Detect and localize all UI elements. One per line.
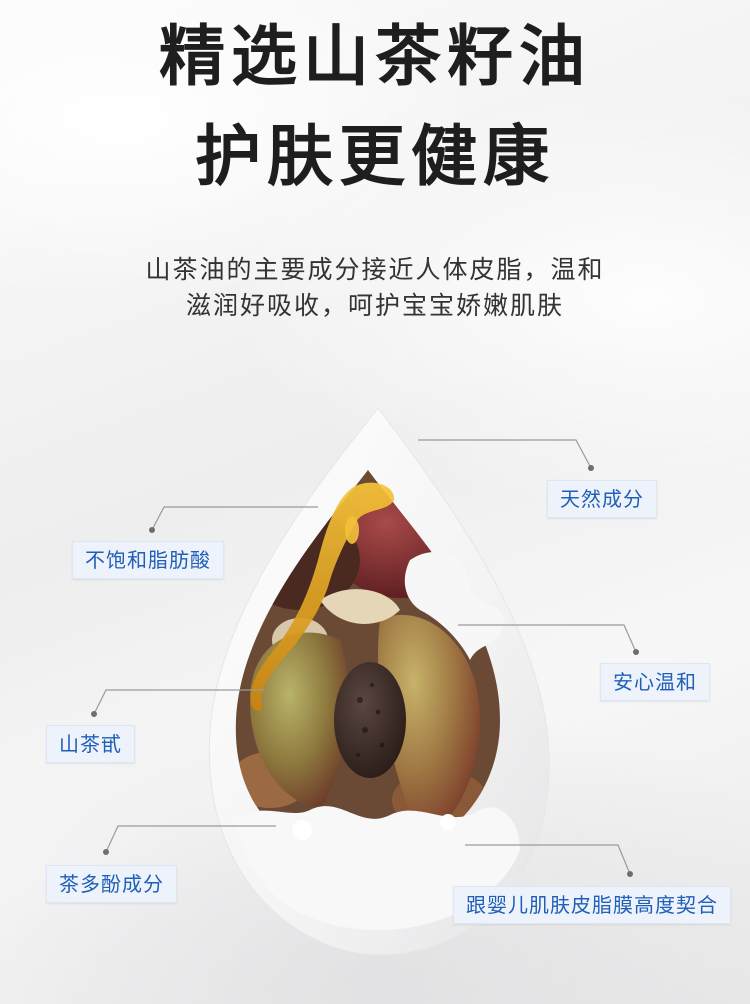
- feature-label-sebum-match: 跟婴儿肌肤皮脂膜高度契合: [453, 886, 731, 924]
- feature-label-gentle: 安心温和: [600, 663, 710, 701]
- description-line-1: 山茶油的主要成分接近人体皮脂，温和: [145, 255, 605, 284]
- feature-label-camellia-ingredient: 山茶甙: [46, 725, 135, 763]
- feature-label-unsaturated-fatty-acids: 不饱和脂肪酸: [72, 541, 224, 579]
- feature-label-tea-polyphenols: 茶多酚成分: [46, 865, 177, 903]
- description-line-2: 滋润好吸收，呵护宝宝娇嫩肌肤: [185, 291, 564, 320]
- headline-line-2: 护肤更健康: [195, 118, 555, 195]
- feature-label-natural: 天然成分: [547, 480, 657, 518]
- headline-line-1: 精选山茶籽油: [159, 18, 591, 95]
